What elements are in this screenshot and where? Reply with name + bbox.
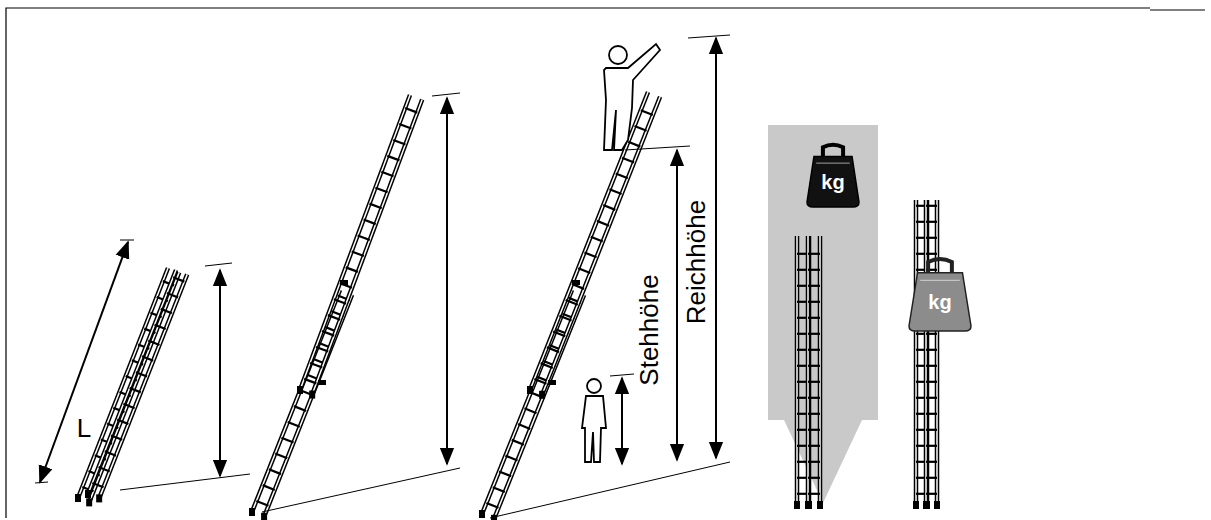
weight-icon: kg [895,256,985,332]
weight-unit: kg [793,172,873,192]
person-figure [582,379,606,462]
extension-line [610,374,634,376]
ladder [805,236,823,509]
person-figure [604,44,660,150]
ladder [85,270,187,502]
ladder [75,268,179,506]
dimension-arrow [621,378,623,464]
dimension-arrow [715,38,717,458]
extension-line [262,468,460,512]
extension-line [120,240,134,241]
dimension-arrow [446,98,448,464]
length-label: L [75,415,93,441]
extension-line [35,482,48,483]
extension-line [120,474,250,490]
extension-line [490,462,730,518]
extension-line [205,263,232,266]
height-label: Reichhöhe [683,198,709,326]
extension-line [432,93,460,96]
frame [6,8,1150,518]
length-arrow [40,242,128,482]
ladder [923,200,940,509]
weight-unit: kg [895,292,985,312]
extension-line [625,146,690,150]
ladder [297,95,422,399]
height-label: Stehhöhe [636,272,662,387]
weight-icon: kg [793,142,873,208]
ladder [794,236,812,509]
frame [1150,10,1205,11]
extension-line [688,35,730,38]
dimension-arrow [676,150,678,460]
load-arrow [768,125,878,503]
dimension-arrow [219,270,221,476]
